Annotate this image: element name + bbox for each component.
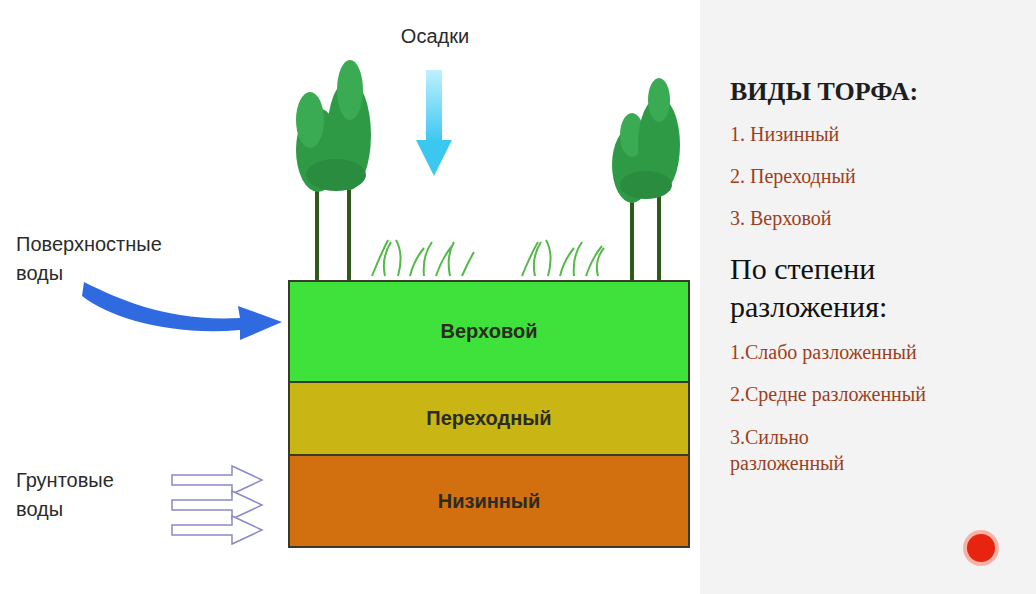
layer-label: Переходный: [426, 407, 551, 430]
groundwater-arrows: [172, 466, 262, 544]
nav-button: [963, 530, 999, 566]
peat-layer: Низинный: [288, 454, 690, 548]
precipitation-label: Осадки: [370, 24, 500, 48]
groundwater-label: Грунтовые воды: [16, 466, 166, 524]
tree: [296, 60, 371, 280]
list-item: 2.Средне разложенный: [730, 382, 1020, 406]
surface-water-arrow: [82, 282, 282, 340]
list-item: 1. Низинный: [730, 122, 1010, 146]
list-item: 3.Сильно разложенный: [730, 424, 900, 476]
list-item: 3. Верховой: [730, 206, 1010, 230]
layer-label: Верховой: [441, 320, 538, 343]
precipitation-arrow: [416, 70, 452, 176]
surface-water-label: Поверхностные воды: [16, 230, 206, 288]
subheading: По степени разложения:: [730, 250, 980, 325]
layer-label: Низинный: [438, 490, 541, 513]
slide-title: ВИДЫ ТОРФА:: [730, 76, 1020, 107]
tree: [612, 78, 680, 280]
list-item: 2. Переходный: [730, 164, 1010, 188]
peat-layer: Верховой: [288, 280, 690, 383]
grass: [372, 240, 604, 276]
peat-layer: Переходный: [288, 381, 690, 456]
list-item: 1.Слабо разложенный: [730, 340, 1020, 364]
side-panel: [700, 0, 1036, 594]
